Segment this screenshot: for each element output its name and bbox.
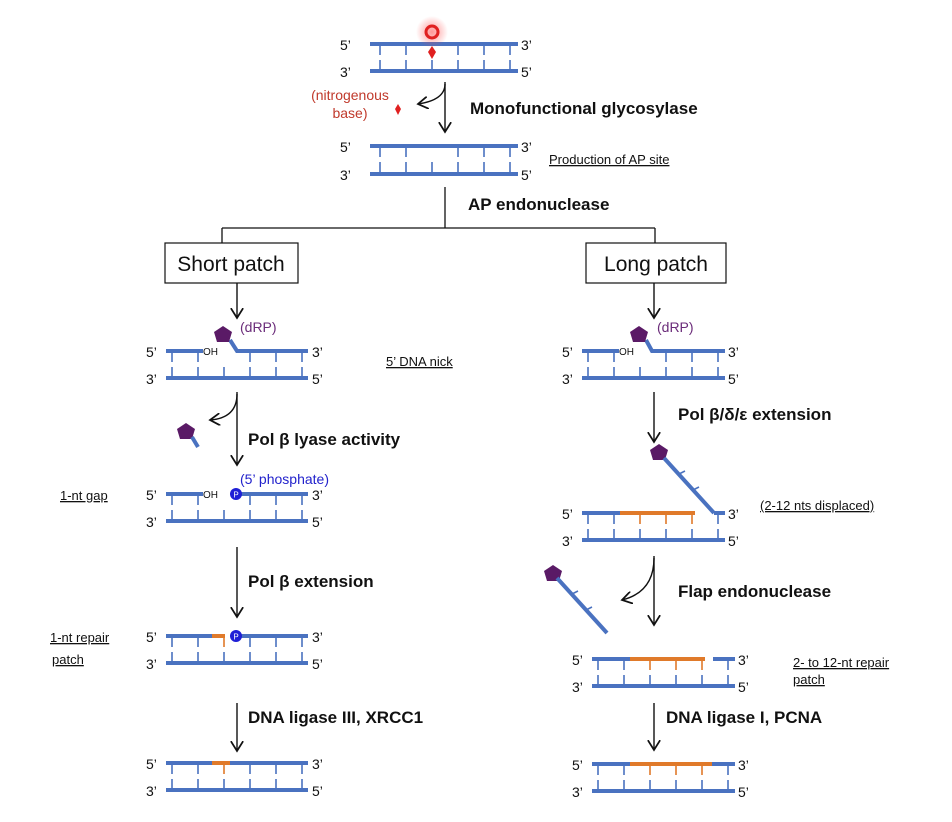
released-flap-drp-icon — [544, 565, 562, 581]
dna-damaged: 5’ 3’ 3’ 5’ — [340, 16, 532, 80]
released-base-label-2: base) — [332, 105, 367, 121]
step-pol-beta-extension: Pol β extension — [248, 572, 374, 591]
svg-text:3’: 3’ — [312, 756, 323, 772]
drp-icon-lp — [630, 326, 648, 342]
note-ap-site: Production of AP site — [549, 152, 669, 167]
step-dna-ligase-iii: DNA ligase III, XRCC1 — [248, 708, 423, 727]
released-flap — [544, 565, 609, 635]
svg-text:P: P — [233, 491, 238, 500]
svg-text:5’: 5’ — [146, 756, 157, 772]
svg-text:3’: 3’ — [572, 784, 583, 800]
arrow-base-release — [418, 83, 446, 104]
svg-text:3’: 3’ — [728, 344, 739, 360]
long-patch-label: Long patch — [604, 253, 708, 276]
svg-text:3’: 3’ — [312, 487, 323, 503]
dna-lp-nick: 5’ OH 3’ 3’ 5’ — [562, 326, 739, 387]
svg-text:5’: 5’ — [312, 514, 323, 530]
svg-text:5’: 5’ — [312, 783, 323, 799]
svg-text:3’: 3’ — [312, 629, 323, 645]
svg-text:5’: 5’ — [146, 487, 157, 503]
svg-text:5’: 5’ — [728, 371, 739, 387]
step-pol-beta-lyase: Pol β lyase activity — [248, 430, 401, 449]
svg-text:3’: 3’ — [738, 652, 749, 668]
svg-text:OH: OH — [203, 490, 218, 501]
drp-icon — [214, 326, 232, 342]
base-diamond-icon — [428, 46, 436, 59]
step-pol-bde-extension: Pol β/δ/ε extension — [678, 405, 831, 424]
dna-sp-final: 5’ 3’ 3’ 5’ — [146, 756, 323, 799]
svg-text:3’: 3’ — [146, 656, 157, 672]
svg-text:5’: 5’ — [738, 679, 749, 695]
svg-text:3’: 3’ — [312, 344, 323, 360]
dna-lp-final: 5’ 3’ 3’ 5’ — [572, 757, 749, 800]
damaged-base-icon — [424, 24, 440, 40]
svg-text:5’: 5’ — [562, 344, 573, 360]
svg-text:3’: 3’ — [738, 757, 749, 773]
sp-drp-label: (dRP) — [240, 319, 277, 335]
end-3-bottom: 3’ — [340, 64, 351, 80]
dna-ap-site: 5’ 3’ 3’ 5’ — [340, 139, 532, 183]
released-base-label-1: (nitrogenous — [311, 87, 389, 103]
svg-text:5’: 5’ — [562, 506, 573, 522]
arrow-drp-release — [210, 393, 238, 420]
phosphate-label: (5’ phosphate) — [240, 471, 329, 487]
note-1nt-repair-2: patch — [52, 652, 84, 667]
lesion-glow — [416, 16, 448, 48]
svg-text:3’: 3’ — [562, 371, 573, 387]
svg-text:3’: 3’ — [572, 679, 583, 695]
note-long-repair-1: 2- to 12-nt repair — [793, 655, 890, 670]
dna-sp-repair: 5’ 3’ 3’ 5’ P — [146, 629, 323, 672]
short-patch-box — [164, 242, 299, 284]
note-dna-nick: 5’ DNA nick — [386, 354, 453, 369]
end-3-top: 3’ — [521, 37, 532, 53]
svg-text:5’: 5’ — [146, 344, 157, 360]
svg-text:3’: 3’ — [728, 506, 739, 522]
svg-text:5’: 5’ — [572, 757, 583, 773]
svg-text:3’: 3’ — [521, 139, 532, 155]
svg-text:OH: OH — [619, 347, 634, 358]
svg-text:5’: 5’ — [738, 784, 749, 800]
svg-text:3’: 3’ — [146, 783, 157, 799]
flap-drp-icon — [650, 444, 668, 460]
svg-text:5’: 5’ — [312, 371, 323, 387]
lp-drp-label: (dRP) — [657, 319, 694, 335]
svg-text:3’: 3’ — [146, 514, 157, 530]
svg-text:5’: 5’ — [728, 533, 739, 549]
released-drp-icon — [177, 423, 195, 439]
step-glycosylase: Monofunctional glycosylase — [470, 99, 698, 118]
end-5-top: 5’ — [340, 37, 351, 53]
note-1nt-repair-1: 1-nt repair — [50, 630, 110, 645]
dna-sp-nick: 5’ OH 3’ 3’ 5’ — [146, 326, 323, 387]
note-displaced: (2-12 nts displaced) — [760, 498, 874, 513]
long-patch-box — [585, 242, 727, 284]
step-dna-ligase-i: DNA ligase I, PCNA — [666, 708, 822, 727]
dna-lp-flap: 5’ 3’ 3’ 5’ — [562, 444, 739, 549]
step-ap-endonuclease: AP endonuclease — [468, 195, 609, 214]
arrow-flap-release — [622, 557, 655, 600]
svg-text:5’: 5’ — [312, 656, 323, 672]
svg-text:P: P — [233, 633, 238, 642]
phosphate-icon-2 — [230, 630, 242, 642]
dna-lp-repair: 5’ 3’ 3’ 5’ — [572, 652, 749, 695]
svg-text:5’: 5’ — [521, 167, 532, 183]
svg-text:3’: 3’ — [562, 533, 573, 549]
svg-text:3’: 3’ — [146, 371, 157, 387]
short-patch-label: Short patch — [177, 253, 284, 276]
svg-text:3’: 3’ — [340, 167, 351, 183]
svg-text:5’: 5’ — [572, 652, 583, 668]
svg-text:OH: OH — [203, 347, 218, 358]
svg-text:5’: 5’ — [340, 139, 351, 155]
phosphate-icon — [230, 488, 242, 500]
svg-text:5’: 5’ — [146, 629, 157, 645]
end-5-bottom: 5’ — [521, 64, 532, 80]
released-base-icon — [395, 104, 401, 115]
step-flap-endonuclease: Flap endonuclease — [678, 582, 831, 601]
dna-sp-gap: 5’ OH 3’ 3’ 5’ P — [146, 487, 323, 530]
note-1nt-gap: 1-nt gap — [60, 488, 108, 503]
note-long-repair-2: patch — [793, 672, 825, 687]
